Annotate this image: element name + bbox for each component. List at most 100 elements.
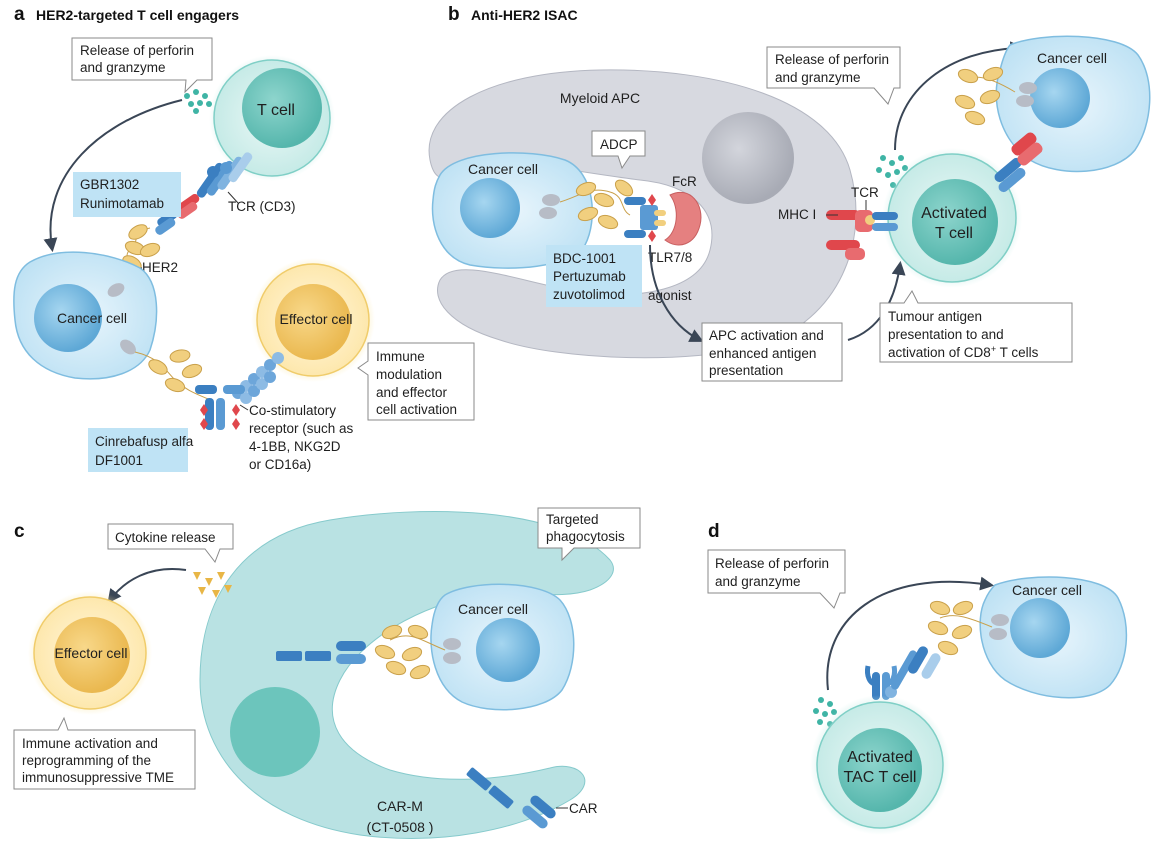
svg-text:presentation: presentation xyxy=(709,363,783,378)
panel-a-title: HER2-targeted T cell engagers xyxy=(36,7,239,23)
svg-text:Activated: Activated xyxy=(921,205,987,222)
release-callout-d: Release of perforin and granzyme xyxy=(707,549,846,609)
car-label: CAR xyxy=(569,801,598,816)
t-cell-a: T cell xyxy=(209,55,335,181)
tac-receptor-d xyxy=(865,646,941,700)
immune-activation-callout: Immune activation and reprogramming of t… xyxy=(13,716,196,790)
svg-text:(CT-0508 ): (CT-0508 ) xyxy=(367,819,434,835)
svg-text:receptor (such as: receptor (such as xyxy=(249,421,354,436)
fcr-b: FcR xyxy=(664,174,702,246)
release-callout-b: Release of perforin and granzyme xyxy=(766,46,901,105)
svg-text:and granzyme: and granzyme xyxy=(80,60,166,75)
cytokine-callout: Cytokine release xyxy=(107,523,234,564)
svg-text:Cancer cell: Cancer cell xyxy=(458,601,528,617)
svg-text:and effector: and effector xyxy=(376,385,448,400)
myeloid-apc: Myeloid APC xyxy=(428,69,857,359)
release-callout-a: Release of perforin and granzyme xyxy=(71,37,213,94)
svg-text:APC activation and: APC activation and xyxy=(709,328,824,343)
svg-text:phagocytosis: phagocytosis xyxy=(546,529,625,544)
drug-label-bdc1001: BDC-1001 Pertuzumab zuvotolimod xyxy=(546,245,642,307)
activated-tac-t-cell: Activated TAC T cell xyxy=(810,695,950,835)
cancer-cell-a: Cancer cell xyxy=(13,251,158,380)
tlr-label: TLR7/8 xyxy=(648,250,692,265)
her2-chain-d xyxy=(927,600,993,656)
svg-text:reprogramming of the: reprogramming of the xyxy=(22,753,151,768)
bispecific-a xyxy=(155,193,200,235)
svg-text:DF1001: DF1001 xyxy=(95,453,143,468)
her2-chain-c xyxy=(374,624,446,680)
her2-chain-b xyxy=(559,179,634,230)
drug-label-gbr1302: GBR1302 Runimotamab xyxy=(73,172,181,217)
arrow-apc-activation xyxy=(649,244,704,342)
svg-text:Cinrebafusp alfa: Cinrebafusp alfa xyxy=(95,434,194,449)
panel-b-title: Anti-HER2 ISAC xyxy=(471,7,578,23)
arrow-a xyxy=(43,99,183,253)
panel-a-letter: a xyxy=(14,4,25,25)
her2-chain-a xyxy=(117,224,161,291)
svg-text:CAR-M: CAR-M xyxy=(377,798,423,814)
tcr-label-b: TCR xyxy=(851,185,879,200)
svg-text:Effector cell: Effector cell xyxy=(280,311,353,327)
svg-text:Cancer cell: Cancer cell xyxy=(1037,50,1107,66)
car-receptor-c-lower xyxy=(466,767,556,829)
svg-text:FcR: FcR xyxy=(672,174,697,189)
perforin-dots-a xyxy=(184,89,212,114)
panel-b-letter: b xyxy=(448,4,460,25)
svg-text:Immune: Immune xyxy=(376,349,425,364)
car-receptor-c xyxy=(276,641,366,664)
svg-text:activation of CD8+ T cells: activation of CD8+ T cells xyxy=(888,344,1039,360)
svg-text:T cell: T cell xyxy=(935,225,973,242)
svg-text:presentation to and: presentation to and xyxy=(888,327,1004,342)
svg-text:Targeted: Targeted xyxy=(546,512,599,527)
t-cell-label: T cell xyxy=(257,102,295,119)
svg-text:immunosuppressive TME: immunosuppressive TME xyxy=(22,770,174,785)
svg-text:Tumour antigen: Tumour antigen xyxy=(888,309,982,324)
cancer-cell-d: Cancer cell xyxy=(979,576,1128,699)
activated-t-cell-b: Activated T cell xyxy=(882,148,1022,288)
panel-d-letter: d xyxy=(708,521,720,542)
svg-text:or CD16a): or CD16a) xyxy=(249,457,311,472)
svg-text:Pertuzumab: Pertuzumab xyxy=(553,269,626,284)
immune-modulation-callout: Immune modulation and effector cell acti… xyxy=(357,342,475,421)
cancer-cell-b2: Cancer cell xyxy=(995,35,1151,173)
bispecific-a-lower xyxy=(195,385,245,430)
arrow-to-cancer-b xyxy=(894,41,1025,151)
svg-text:Runimotamab: Runimotamab xyxy=(80,196,164,211)
effector-cell-a: Effector cell xyxy=(251,258,375,382)
svg-text:GBR1302: GBR1302 xyxy=(80,177,139,192)
cancer-cell-b: Cancer cell xyxy=(431,152,594,269)
svg-text:Release of perforin: Release of perforin xyxy=(80,43,194,58)
mhc-tcr-b xyxy=(826,210,898,260)
her2-chain-a-lower xyxy=(134,349,211,401)
mhc-label: MHC I xyxy=(778,207,816,222)
panel-c-letter: c xyxy=(14,521,25,542)
adcp-callout: ADCP xyxy=(591,130,646,170)
arrow-d xyxy=(826,576,995,691)
costim-label: Co-stimulatory xyxy=(249,403,336,418)
cancer-cell-c: Cancer cell xyxy=(430,583,575,711)
svg-text:Cancer cell: Cancer cell xyxy=(468,161,538,177)
svg-text:Myeloid APC: Myeloid APC xyxy=(560,90,640,106)
drug-label-cinrebafusp: Cinrebafusp alfa DF1001 xyxy=(88,428,194,472)
svg-text:Release of perforin: Release of perforin xyxy=(775,52,889,67)
effector-cell-c: Effector cell xyxy=(28,591,152,715)
tcr-complex-a xyxy=(196,152,253,198)
costim-receptor-a xyxy=(232,352,284,404)
cytokine-triangles xyxy=(193,572,232,598)
tumour-antigen-callout: Tumour antigen presentation to and activ… xyxy=(879,290,1073,363)
phagocytosis-callout: Targeted phagocytosis xyxy=(537,507,641,562)
bispecific-b-upper xyxy=(994,132,1043,193)
svg-text:4-1BB, NKG2D: 4-1BB, NKG2D xyxy=(249,439,341,454)
svg-text:enhanced antigen: enhanced antigen xyxy=(709,346,816,361)
tcr-label-a: TCR (CD3) xyxy=(228,199,296,214)
svg-text:Activated: Activated xyxy=(847,749,913,766)
svg-text:and granzyme: and granzyme xyxy=(775,70,861,85)
her2-chain-b2 xyxy=(954,66,1016,126)
svg-text:cell activation: cell activation xyxy=(376,402,457,417)
svg-text:Cancer cell: Cancer cell xyxy=(57,310,127,326)
svg-text:Cytokine release: Cytokine release xyxy=(115,530,216,545)
svg-text:BDC-1001: BDC-1001 xyxy=(553,251,616,266)
her2-label: HER2 xyxy=(142,260,178,275)
